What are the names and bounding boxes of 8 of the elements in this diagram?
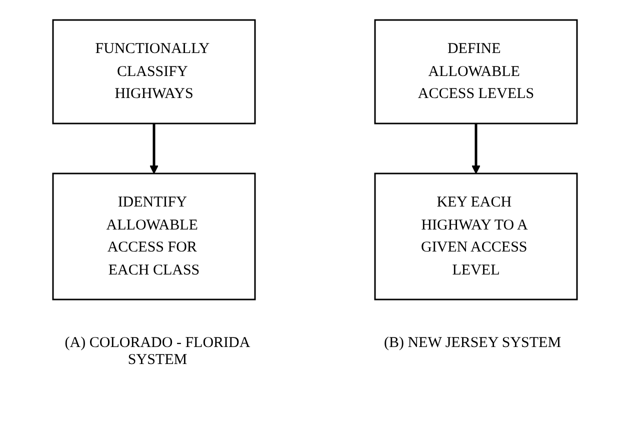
node-box: DEFINE ALLOWABLE ACCESS LEVELS xyxy=(374,20,578,124)
caption-label: (B) NEW JERSEY SYSTEM xyxy=(382,335,562,353)
arrow xyxy=(472,124,480,174)
node-box: IDENTIFY ALLOWABLE ACCESS FOR EACH CLASS xyxy=(52,173,256,300)
arrow xyxy=(150,124,158,174)
node-box: KEY EACH HIGHWAY TO A GIVEN ACCESS LEVEL xyxy=(374,173,578,300)
node-box: FUNCTIONALLY CLASSIFY HIGHWAYS xyxy=(52,20,256,124)
caption-label: (A) COLORADO - FLORIDA SYSTEM xyxy=(64,335,252,369)
